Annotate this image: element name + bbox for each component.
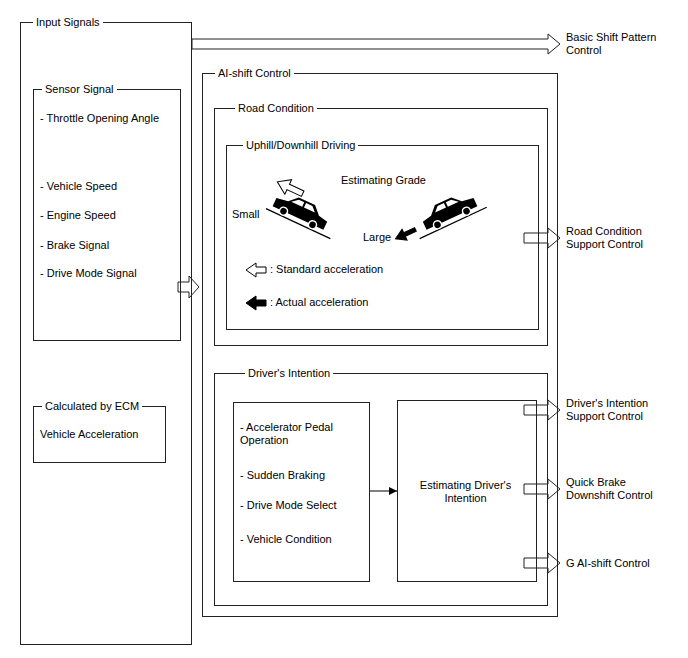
group-box: Sensor Signal- Throttle Opening Angle- V… xyxy=(33,89,181,341)
box-heading: Uphill/Downhill Driving xyxy=(243,139,358,152)
output-arrow xyxy=(524,479,560,499)
box-text: - Vehicle Speed xyxy=(40,180,117,193)
box-text: Large xyxy=(363,231,391,244)
legend-sample-hollow-arrow xyxy=(246,263,266,277)
box-text: - Accelerator Pedal Operation xyxy=(240,421,365,447)
box-text: - Engine Speed xyxy=(40,209,116,222)
signal-arrow xyxy=(370,491,397,492)
output-label: G AI-shift Control xyxy=(566,557,676,570)
box-heading: AI-shift Control xyxy=(215,67,294,80)
box-heading: Sensor Signal xyxy=(42,83,117,96)
output-arrow xyxy=(192,34,560,54)
group-box: Driver's Intention- Accelerator Pedal Op… xyxy=(214,373,548,606)
group-box: AI-shift ControlRoad ConditionUphill/Dow… xyxy=(202,73,558,617)
box-text: Small xyxy=(232,208,260,221)
group-box: Estimating Driver's Intention xyxy=(397,400,537,582)
box-heading: Input Signals xyxy=(33,16,103,29)
group-box: - Accelerator Pedal Operation - Sudden Br… xyxy=(233,402,370,582)
box-text: - Throttle Opening Angle xyxy=(40,112,162,125)
group-box: Calculated by ECMVehicle Acceleration xyxy=(33,406,166,463)
box-heading: Road Condition xyxy=(235,102,317,115)
output-arrow xyxy=(524,553,560,573)
standard-acceleration-arrow xyxy=(274,175,306,201)
box-text: - Vehicle Condition xyxy=(240,533,332,546)
box-text: Vehicle Acceleration xyxy=(40,428,138,441)
box-text: - Sudden Braking xyxy=(240,469,325,482)
signal-arrow xyxy=(178,276,199,298)
legend-sample-solid-arrow xyxy=(246,296,266,310)
box-text: - Drive Mode Signal xyxy=(40,267,137,280)
box-heading: Calculated by ECM xyxy=(42,400,142,413)
box-text: - Brake Signal xyxy=(40,239,109,252)
box-heading: Driver's Intention xyxy=(245,367,333,380)
car-downhill xyxy=(265,175,346,239)
group-box: Road ConditionUphill/Downhill DrivingEst… xyxy=(214,108,548,346)
output-label: Basic Shift Pattern Control xyxy=(566,31,676,57)
output-label: Road Condition Support Control xyxy=(566,225,676,251)
car-body xyxy=(419,189,479,234)
output-arrow xyxy=(524,400,560,420)
legend-text: : Actual acceleration xyxy=(270,296,368,309)
box-text: Estimating Grade xyxy=(341,174,426,187)
car-uphill xyxy=(390,186,487,248)
output-arrow xyxy=(524,228,560,248)
group-box: Input SignalsSensor Signal- Throttle Ope… xyxy=(20,22,192,645)
box-text: - Drive Mode Select xyxy=(240,499,337,512)
output-label: Quick Brake Downshift Control xyxy=(566,476,676,502)
box-text: Estimating Driver's Intention xyxy=(398,479,533,505)
legend-text: : Standard acceleration xyxy=(270,263,383,276)
output-label: Driver's Intention Support Control xyxy=(566,397,676,423)
output-arrows xyxy=(192,34,560,573)
actual-acceleration-arrow xyxy=(393,224,418,244)
